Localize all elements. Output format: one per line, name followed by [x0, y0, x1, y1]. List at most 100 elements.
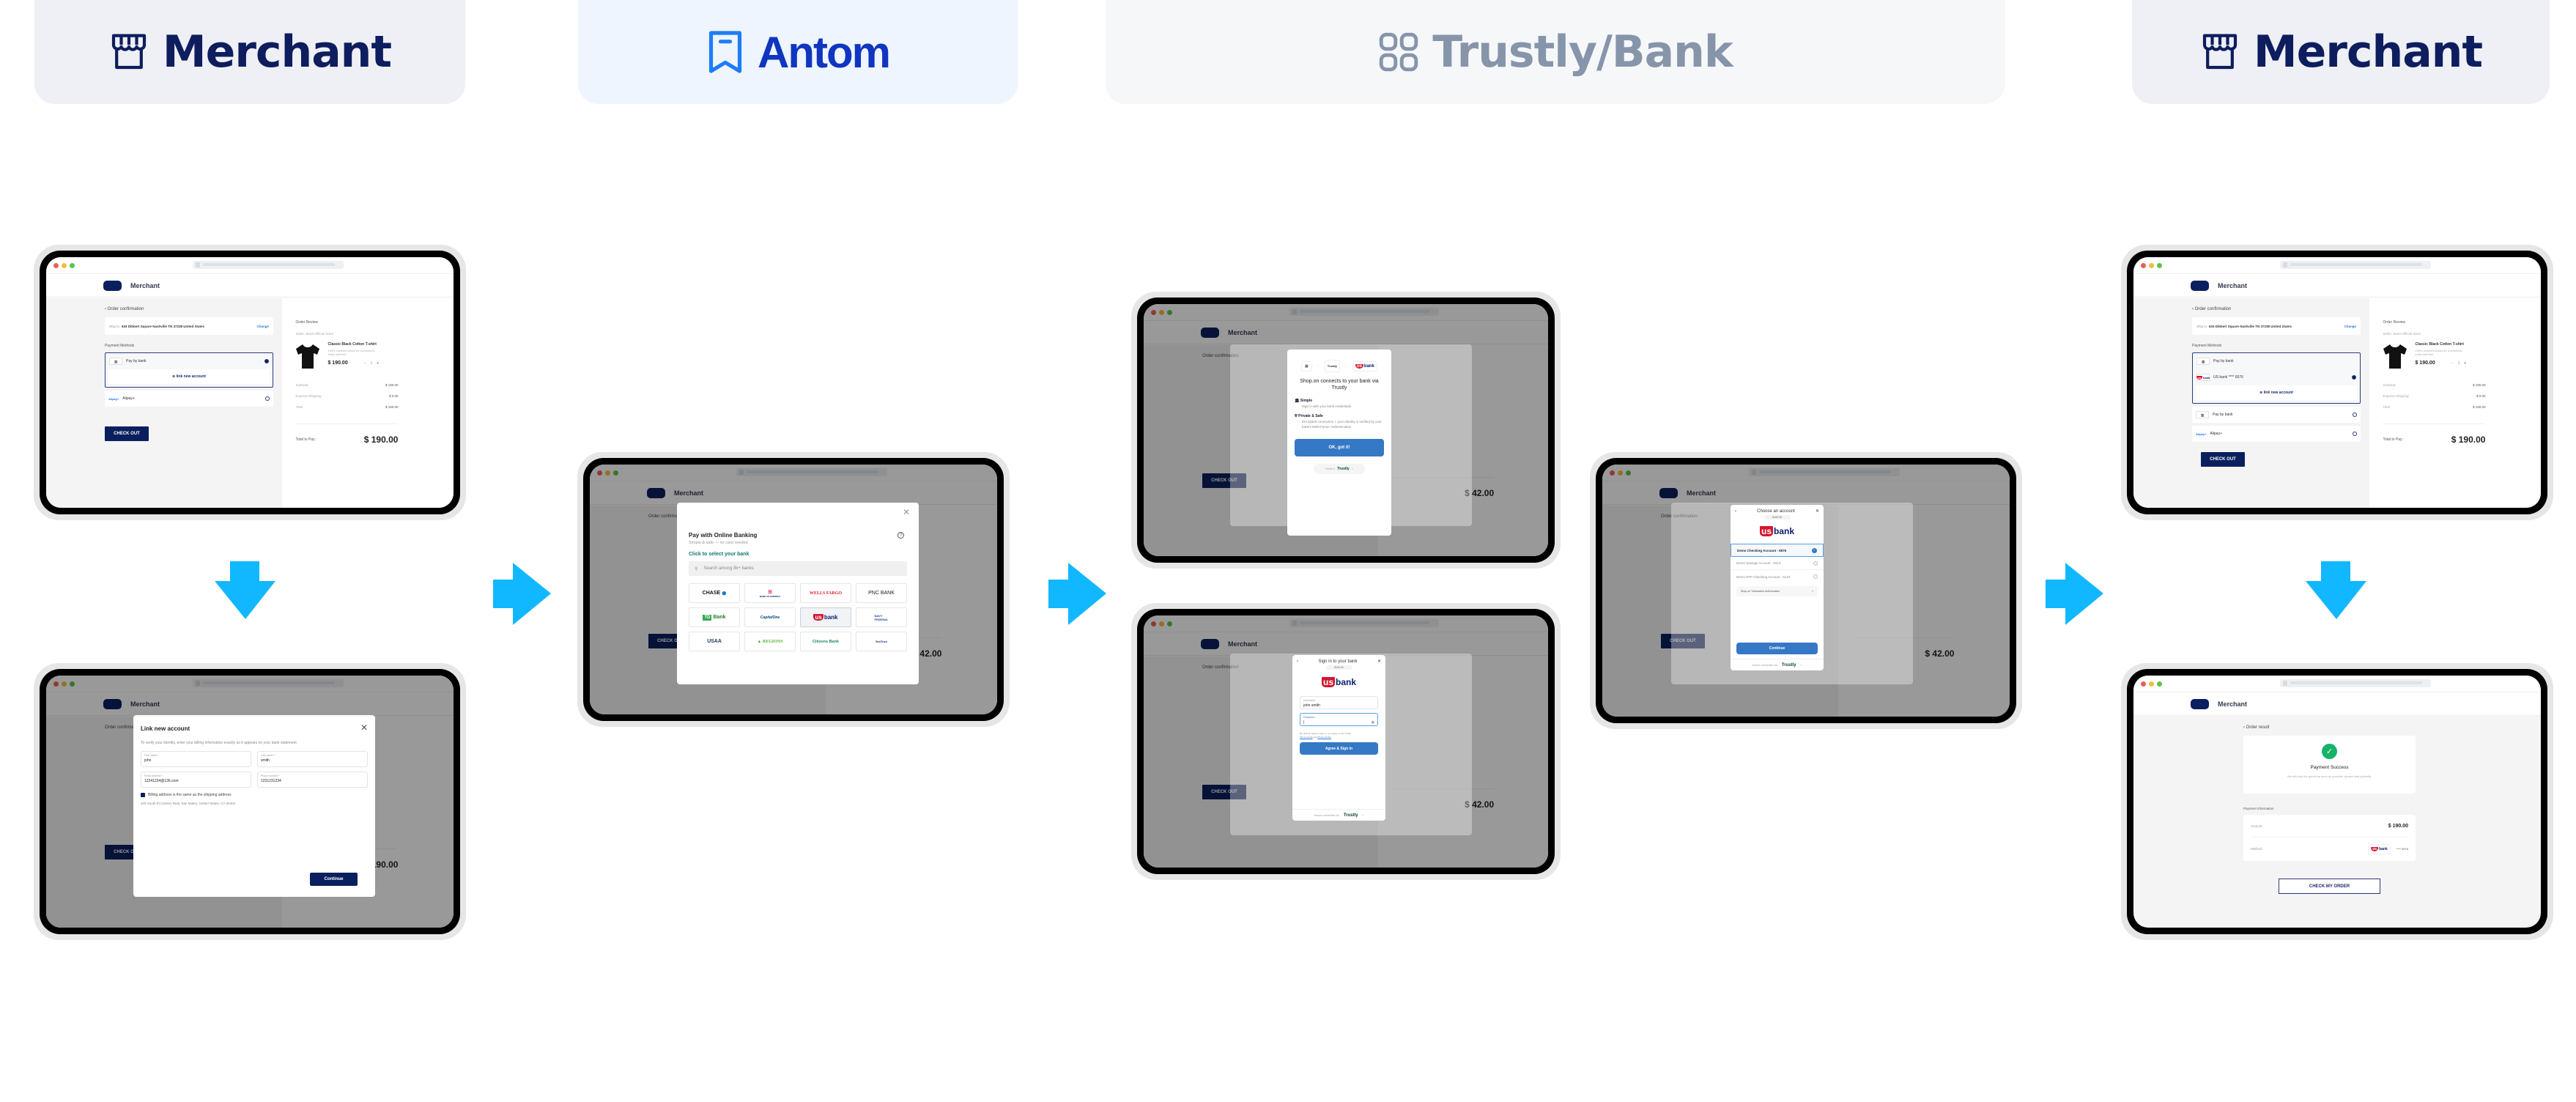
bank-capital-one[interactable]: CapitalOne: [744, 607, 796, 627]
modal-title: Pay with Online Banking: [689, 532, 758, 539]
bank-search-input[interactable]: ⚲Search among 8k+ banks: [689, 561, 907, 576]
bank-icon: 🏛: [109, 358, 122, 365]
success-card: ✓ Payment Success We will ship the goods…: [2243, 736, 2416, 794]
first-name-field[interactable]: First name *john: [141, 751, 251, 767]
close-icon[interactable]: ✕: [360, 722, 368, 733]
bank-chase[interactable]: CHASE ⬢: [689, 583, 740, 603]
check-out-button[interactable]: CHECK OUT: [105, 426, 149, 441]
url-bar[interactable]: [2280, 679, 2431, 687]
merchant-icon: ▦: [1301, 360, 1312, 371]
qty-minus[interactable]: −: [2451, 360, 2454, 366]
link-new-account-button[interactable]: ⊕ link new account: [2196, 385, 2357, 400]
tshirt-image: [296, 344, 320, 369]
account-option-savings[interactable]: Demo Savings Account - 6213: [1731, 557, 1824, 570]
bank-usaa[interactable]: USAA: [689, 632, 740, 651]
linked-account-label: US bank **** 6576: [2213, 375, 2243, 380]
ok-got-it-button[interactable]: OK, got it!: [1295, 438, 1384, 456]
url-bar[interactable]: [193, 679, 344, 687]
qty-minus[interactable]: −: [363, 360, 366, 366]
payment-option-pay-by-bank[interactable]: 🏛Pay by bank: [2192, 407, 2361, 423]
order-review-title: Order Review: [295, 320, 319, 325]
bank-citizens[interactable]: Citizens Bank: [800, 632, 851, 651]
url-bar[interactable]: [736, 468, 887, 476]
back-breadcrumb[interactable]: ‹ Order confirmation: [2192, 307, 2232, 311]
back-icon[interactable]: ‹: [1297, 659, 1298, 664]
payment-option-alipay[interactable]: Alipay+Alipay+: [2192, 426, 2361, 442]
account-option-checking[interactable]: Demo Checking Account - 6576✓: [1731, 544, 1824, 557]
arrow-right-icon: [493, 563, 551, 625]
url-bar[interactable]: [2280, 261, 2431, 269]
close-icon[interactable]: ✕: [902, 507, 910, 517]
email-field[interactable]: Email address *12341234@136.com: [141, 772, 251, 788]
qty-plus[interactable]: +: [2464, 360, 2467, 366]
payment-methods-label: Payment Methods: [105, 344, 135, 348]
lane-header-antom: Antom: [578, 0, 1018, 104]
tshirt-image: [2383, 344, 2407, 369]
back-breadcrumb[interactable]: ‹ Order confirmation: [105, 307, 144, 311]
change-address-link[interactable]: Change: [2344, 324, 2356, 328]
help-icon[interactable]: ?: [897, 532, 904, 539]
lane-title: Merchant: [2253, 26, 2483, 78]
arrow-right-icon: [2046, 563, 2103, 625]
screen-payment-success: Merchant ‹ Order result ✓ Payment Succes…: [2121, 663, 2553, 940]
account-option-rtp[interactable]: Demo RTP Checking Account - 6123: [1731, 570, 1824, 583]
url-bar[interactable]: [193, 261, 344, 269]
arrow-right-icon: [1048, 563, 1106, 625]
total-to-pay: $ 190.00: [363, 434, 399, 445]
radio-selected[interactable]: [2352, 375, 2356, 380]
billing-same-checkbox[interactable]: [141, 793, 145, 797]
phone-field[interactable]: Phone number *1231231234: [257, 772, 368, 788]
bank-wells-fargo[interactable]: WELLS FARGO: [800, 583, 851, 603]
bookmark-icon: [708, 31, 742, 73]
close-icon[interactable]: ✕: [1377, 659, 1381, 664]
merchant-logo: [103, 280, 122, 291]
payment-option-alipay[interactable]: Alipay+Alipay+: [105, 391, 273, 407]
bank-regions[interactable]: ▲ REGIONS: [744, 632, 796, 651]
shield-icon: ⛨: [1295, 414, 1298, 419]
bank-suntrust[interactable]: SunTrust: [856, 632, 907, 651]
success-title: Payment Success: [2310, 765, 2349, 770]
back-breadcrumb[interactable]: ‹ Order result: [2243, 725, 2270, 730]
privacy-link[interactable]: Privacy Policy: [1317, 735, 1332, 739]
last-name-field[interactable]: Last name *smith: [257, 751, 368, 767]
bank-icon: 🏛: [1295, 399, 1300, 404]
qty-plus[interactable]: +: [377, 360, 380, 366]
check-out-button[interactable]: CHECK OUT: [2201, 452, 2245, 467]
app-name: Merchant: [130, 281, 160, 289]
arrow-down-icon: [2306, 561, 2366, 619]
change-address-link[interactable]: Change: [256, 324, 269, 328]
seller-label: Seller: Brant Official Store: [295, 332, 334, 336]
password-field[interactable]: Password| ◉: [1300, 713, 1378, 726]
lane-title: Merchant: [162, 26, 392, 78]
authorization-expander[interactable]: Shop.on Transaction Authorization˅: [1736, 586, 1818, 596]
back-icon[interactable]: ‹: [1735, 509, 1736, 514]
radio-selected[interactable]: [264, 359, 269, 363]
bank-bank-of-america[interactable]: ≋BANK OF AMERICA: [744, 583, 796, 603]
continue-button[interactable]: Continue: [310, 873, 358, 886]
check-my-order-button[interactable]: CHECK MY ORDER: [2279, 879, 2380, 894]
agree-sign-in-button[interactable]: Agree & Sign in: [1300, 742, 1378, 755]
terms-link[interactable]: Terms of Use: [1300, 735, 1313, 739]
payment-option-pay-by-bank[interactable]: 🏛Pay by bank ⊕ link new account: [105, 352, 273, 388]
link-new-account-button[interactable]: ⊕ link new account: [108, 369, 270, 384]
show-password-icon[interactable]: ◉: [1371, 720, 1374, 725]
online-banking-modal: ✕ ? Pay with Online Banking Simple & saf…: [677, 503, 919, 684]
close-icon[interactable]: ✕: [1815, 509, 1819, 514]
bank-pnc[interactable]: PNC BANK: [856, 583, 907, 603]
continue-button[interactable]: Continue: [1736, 643, 1818, 654]
